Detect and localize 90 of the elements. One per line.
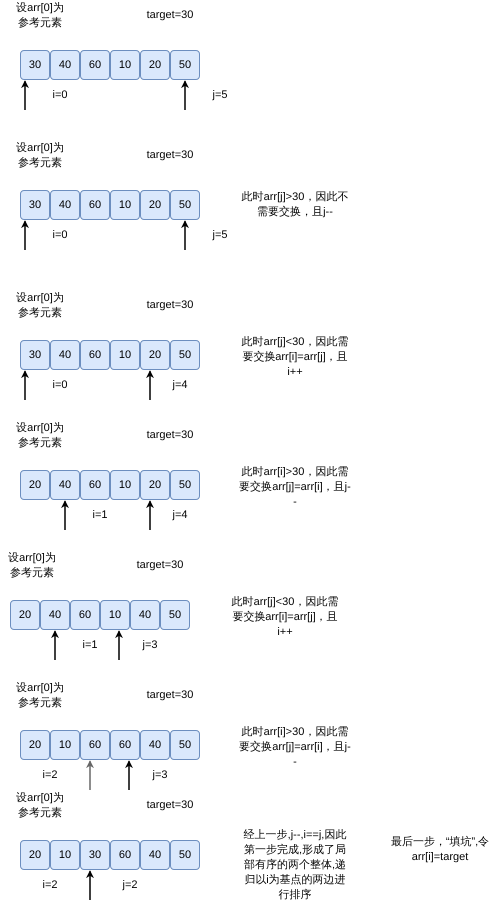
arrow [115,630,123,660]
array-cell: 50 [170,340,200,370]
text-label: target=30 [146,688,194,702]
arrow [125,760,133,790]
arrow [181,80,189,110]
array-cell: 40 [50,50,80,80]
array-cell: 60 [80,470,110,500]
arrow [86,870,94,900]
array-cell: 50 [170,190,200,220]
text-label: 设arr[0]为参考元素 [15,791,65,821]
text-label: 设arr[0]为参考元素 [15,141,65,171]
text-label: j=4 [171,508,188,522]
text-label: target=30 [136,558,184,572]
array-cell: 50 [170,470,200,500]
text-label: j=2 [121,878,138,892]
text-label: 设arr[0]为参考元素 [15,421,65,451]
array-cell: 60 [110,730,140,760]
array-cell: 20 [10,600,40,630]
text-label: 此时arr[j]<30，因此需要交换arr[i]=arr[j]，且i++ [240,334,350,380]
array-cell: 30 [20,340,50,370]
text-label: target=30 [146,798,194,812]
text-label: 此时arr[j]<30，因此需要交换arr[i]=arr[j]，且i++ [230,594,340,640]
text-label: i=2 [42,878,58,892]
array-cell: 20 [20,470,50,500]
text-label: 设arr[0]为参考元素 [15,291,65,321]
text-label: j=5 [211,88,228,102]
array-cell: 40 [50,340,80,370]
text-label: i=1 [92,508,108,522]
array-cell: 60 [80,340,110,370]
arrow [51,630,59,660]
array-cell: 20 [140,340,170,370]
array-cell: 10 [110,190,140,220]
text-label: 此时arr[j]>30，因此不需要交换，且j-- [240,190,350,220]
array-cell: 40 [50,470,80,500]
array-cell: 20 [140,190,170,220]
array-cell: 20 [20,730,50,760]
array-cell: 20 [140,50,170,80]
text-label: i=0 [52,378,68,392]
text-label: i=1 [82,638,98,652]
text-label: target=30 [146,8,194,22]
array-cell: 30 [80,840,110,870]
arrow [21,370,29,400]
arrow [86,760,94,790]
text-label: j=3 [141,638,158,652]
array-cell: 20 [140,470,170,500]
text-label: i=2 [42,768,58,782]
text-label: 设arr[0]为参考元素 [7,551,57,581]
text-label: j=4 [171,378,188,392]
array-cell: 10 [100,600,130,630]
text-label: i=0 [52,88,68,102]
text-label: target=30 [146,428,194,442]
array-cell: 10 [50,730,80,760]
arrow [61,500,69,530]
array-cell: 40 [130,600,160,630]
text-label: i=0 [52,228,68,242]
array-cell: 30 [20,50,50,80]
array-cell: 40 [40,600,70,630]
text-label: j=5 [211,228,228,242]
array-cell: 40 [50,190,80,220]
array-cell: 10 [110,50,140,80]
text-label: 此时arr[i]>30，因此需要交换arr[j]=arr[i]，且j-- [239,464,351,510]
text-label: 经上一步,j--,i==j,因此第一步完成,形成了局部有序的两个整体,递归以i为基点的两边进行排序 [242,828,348,902]
array-cell: 50 [170,840,200,870]
array-cell: 60 [80,190,110,220]
array-cell: 50 [170,50,200,80]
array-cell: 20 [20,840,50,870]
text-label: 此时arr[i]>30，因此需要交换arr[j]=arr[i]，且j-- [239,724,351,770]
array-cell: 10 [110,470,140,500]
arrow [146,500,154,530]
array-cell: 50 [160,600,190,630]
arrow [146,370,154,400]
text-label: target=30 [146,298,194,312]
text-label: j=3 [151,768,168,782]
array-cell: 60 [70,600,100,630]
text-label: target=30 [146,148,194,162]
array-cell: 60 [80,730,110,760]
array-cell: 40 [140,840,170,870]
array-cell: 10 [110,340,140,370]
arrow [181,220,189,250]
array-cell: 60 [110,840,140,870]
array-cell: 60 [80,50,110,80]
text-label: 设arr[0]为参考元素 [15,681,65,711]
array-cell: 50 [170,730,200,760]
array-cell: 40 [140,730,170,760]
arrow [21,80,29,110]
text-label: 最后一步，“填坑”,令arr[i]=target [390,835,490,865]
array-cell: 10 [50,840,80,870]
arrow [21,220,29,250]
array-cell: 30 [20,190,50,220]
text-label: 设arr[0]为参考元素 [15,1,65,31]
